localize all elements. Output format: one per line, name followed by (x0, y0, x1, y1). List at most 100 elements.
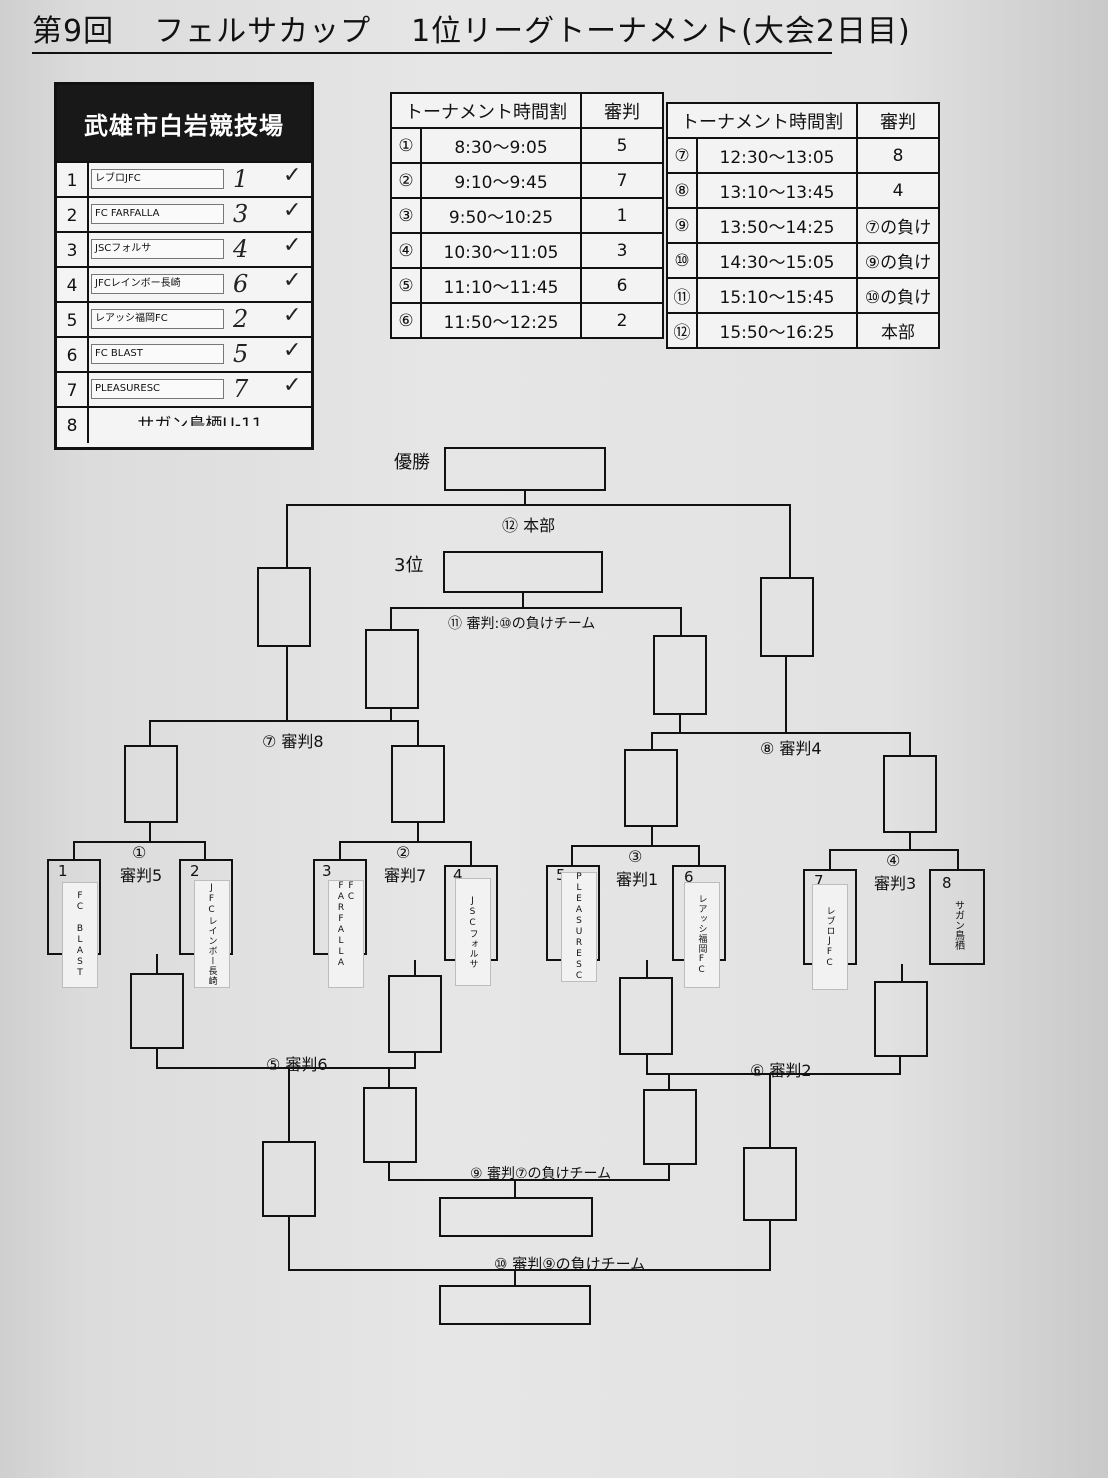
venue-handwritten-mark: 5 (233, 340, 249, 368)
bracket-line-third (390, 607, 682, 636)
match-referee: 5 (580, 127, 664, 164)
match-time: 15:10～15:45 (696, 277, 858, 314)
bracket-line-m7 (149, 720, 419, 746)
match-number: ④ (390, 232, 422, 269)
venue-team-label: PLEASURESC (91, 379, 224, 399)
venue-team-label: レアッシ福岡FC (91, 309, 224, 329)
match-number: ② (390, 162, 422, 199)
bracket-line-m9 (388, 1162, 670, 1181)
match-7-label: ⑦ 審判8 (262, 732, 324, 751)
venue-handwritten-mark: 7 (233, 375, 249, 403)
venue-row-number: 8 (57, 408, 89, 443)
venue-row: 4 JFCレインボー長崎 6 ✓ (57, 266, 311, 303)
qf-winner-box-2 (391, 745, 445, 823)
venue-row-number: 2 (57, 198, 89, 233)
match-number: ⑨ (666, 207, 698, 244)
match-11-label: ⑪ 審判:⑩の負けチーム (448, 616, 596, 632)
venue-team-label: FC BLAST (91, 344, 224, 364)
semifinal-winner-box-left (257, 567, 311, 647)
match-referee: 8 (856, 137, 940, 174)
team-slot-name: PLEASURESC (561, 872, 597, 982)
semifinal-loser-box-right (653, 635, 707, 715)
venue-row-number: 1 (57, 163, 89, 198)
team-slot-number: 7 (814, 872, 824, 890)
team-slot-number: 8 (942, 874, 952, 892)
m5-winner-box (262, 1141, 316, 1217)
team-slot-name: サガン鳥栖 (952, 900, 964, 950)
team-slot-number: 5 (556, 866, 566, 884)
bracket-line-m10 (288, 1216, 771, 1271)
match-number: ⑦ (666, 137, 698, 174)
bracket-line-m4 (829, 849, 959, 870)
match-referee: 6 (580, 267, 664, 304)
match-2-referee: 審判7 (384, 866, 427, 885)
qf-loser-box-4 (874, 981, 928, 1057)
venue-row: 2 FC FARFALLA 3 ✓ (57, 196, 311, 233)
team-slot-name: JFCレインボー長崎 (194, 880, 230, 988)
team-slot-number: 6 (684, 868, 694, 886)
match-number: ⑪ (666, 277, 698, 314)
m9-result-box (439, 1197, 593, 1237)
bracket-line-m6 (646, 1054, 901, 1075)
match-5-label: ⑤ 審判6 (266, 1055, 328, 1074)
team-slot-number: 4 (453, 866, 463, 884)
match-8-label: ⑧ 審判4 (760, 739, 822, 758)
match-4-referee: 審判3 (874, 874, 917, 893)
match-time: 11:10～11:45 (420, 267, 582, 304)
team-slot-number: 3 (322, 862, 332, 880)
match-referee: 3 (580, 232, 664, 269)
venue-team-label: サガン鳥栖U-11 (137, 415, 263, 426)
match-number: ① (390, 127, 422, 164)
bracket-line-m3 (571, 845, 700, 866)
check-icon: ✓ (283, 268, 302, 293)
match-4-number: ④ (886, 851, 901, 870)
venue-row-number: 4 (57, 268, 89, 303)
title-round: 第9回 (32, 14, 115, 49)
team-slot-number: 1 (58, 862, 68, 880)
venue-row: 3 JSCフォルサ 4 ✓ (57, 231, 311, 268)
match-time: 14:30～15:05 (696, 242, 858, 279)
semifinal-winner-box-right (760, 577, 814, 657)
check-icon: ✓ (283, 198, 302, 223)
venue-team-label: レブロJFC (91, 169, 224, 189)
match-time: 9:50～10:25 (420, 197, 582, 234)
match-3-referee: 審判1 (616, 870, 659, 889)
team-slot-number: 2 (190, 862, 200, 880)
champion-label: 優勝 (394, 452, 430, 473)
schedule-header-time: トーナメント時間割 (390, 92, 582, 129)
team-slot-name: FC FARFALLA (328, 880, 364, 988)
venue-team-label: JSCフォルサ (91, 239, 224, 259)
venue-handwritten-mark: 4 (233, 235, 249, 263)
match-referee: ⑨の負け (856, 242, 940, 279)
qf-winner-box-4 (883, 755, 937, 833)
schedule-header-time: トーナメント時間割 (666, 102, 858, 139)
semifinal-loser-box-left (365, 629, 419, 709)
venue-team-label: JFCレインボー長崎 (91, 274, 224, 294)
match-9-label: ⑨ 審判⑦の負けチーム (470, 1166, 612, 1182)
match-number: ⑧ (666, 172, 698, 209)
match-time: 12:30～13:05 (696, 137, 858, 174)
match-3-number: ③ (628, 847, 643, 866)
third-place-label: 3位 (394, 555, 424, 576)
qf-loser-box-3 (619, 977, 673, 1055)
match-12-label: ⑫ 本部 (500, 512, 558, 536)
check-icon: ✓ (283, 163, 302, 188)
bracket-line-m5 (156, 1048, 416, 1069)
venue-name: 武雄市白岩競技場 (57, 85, 311, 161)
bracket-line-m2 (339, 841, 472, 866)
match-number: ⑫ (666, 312, 698, 349)
match-1-number: ① (132, 843, 147, 862)
qf-loser-box-1 (130, 973, 184, 1049)
match-time: 9:10～9:45 (420, 162, 582, 199)
